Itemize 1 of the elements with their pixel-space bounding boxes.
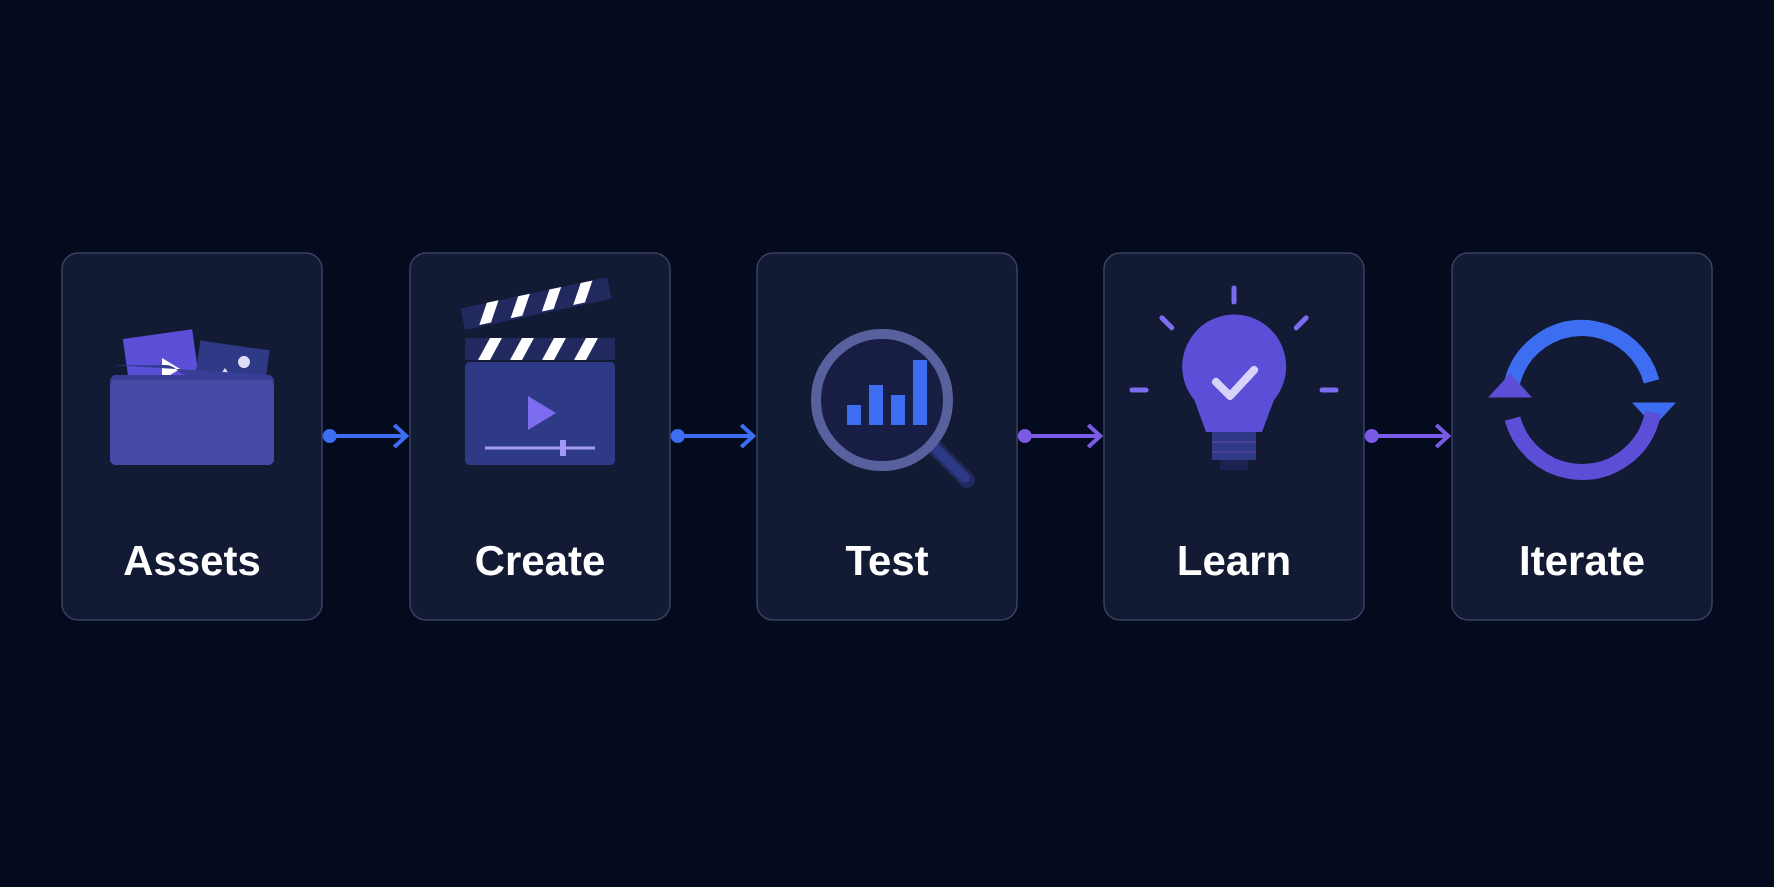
step-card: Iterate: [1451, 252, 1713, 621]
